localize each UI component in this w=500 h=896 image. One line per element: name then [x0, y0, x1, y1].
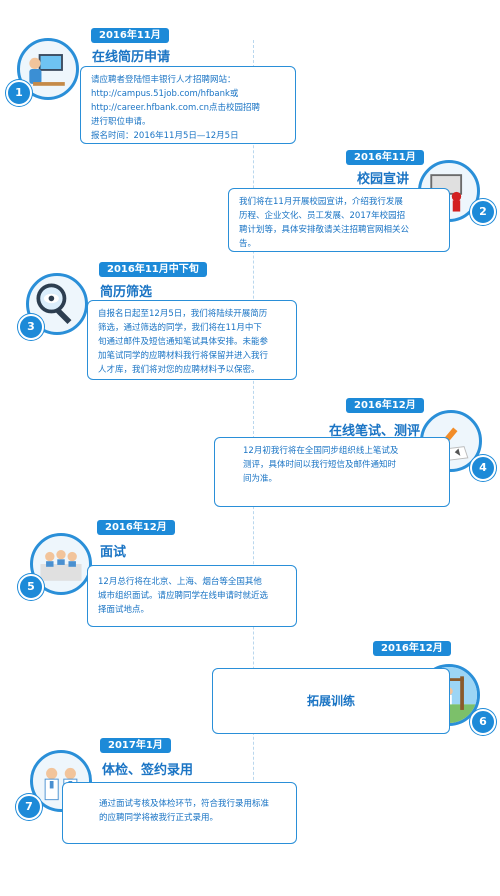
step-3-number: 3: [18, 314, 44, 340]
step-4-line-3: 间为准。: [243, 474, 278, 484]
step-4-date: 2016年12月: [346, 398, 424, 413]
step-7-date: 2017年1月: [100, 738, 171, 753]
step-3-line-5: 人才库，我们将对您的应聘材料予以保密。: [98, 365, 260, 375]
step-1-title: 在线简历申请: [92, 50, 171, 65]
step-3-line-2: 筛选，通过筛选的同学，我们将在11月中下: [98, 323, 262, 333]
step-6-number: 6: [470, 709, 496, 735]
step-4-description: 12月初我行将在全国同步组织线上笔试及 测评，具体时间以我行短信及邮件通知时 间…: [214, 437, 450, 507]
step-5-title: 面试: [100, 545, 127, 560]
step-7-description: 通过面试考核及体检环节，符合我行录用标准 的应聘同学将被我行正式录用。: [62, 782, 297, 844]
step-2-number: 2: [470, 199, 496, 225]
step-1-number: 1: [6, 80, 32, 106]
step-1-date: 2016年11月: [91, 28, 169, 43]
step-5-description: 12月总行将在北京、上海、烟台等全国其他 城市组织面试。请应聘同学在线申请时就近…: [87, 565, 297, 627]
step-1-description: 请应聘者登陆恒丰银行人才招聘网站： http://campus.51job.co…: [80, 66, 296, 144]
step-5-line-1: 12月总行将在北京、上海、烟台等全国其他: [98, 577, 262, 587]
step-3-date: 2016年11月中下旬: [99, 262, 207, 277]
step-2-date: 2016年11月: [346, 150, 424, 165]
step-2-line-3: 聘计划等，具体安排敬请关注招聘官网相关公: [239, 225, 410, 235]
step-7-line-1: 通过面试考核及体检环节，符合我行录用标准: [99, 799, 270, 809]
step-3-title: 简历筛选: [100, 285, 153, 300]
step-2-description: 我们将在11月开展校园宣讲，介绍我行发展 历程、企业文化、员工发展、2017年校…: [228, 188, 450, 252]
step-6-title: 拓展训练: [306, 694, 355, 708]
step-2-line-4: 告。: [239, 239, 257, 249]
step-4-number: 4: [470, 455, 496, 481]
step-3-line-4: 加笔试同学的应聘材料我行将保留并进入我行: [98, 351, 269, 361]
step-5-number: 5: [18, 574, 44, 600]
step-1-line-4: 进行职位申请。: [91, 117, 151, 127]
step-5-line-3: 择面试地点。: [98, 605, 150, 615]
step-2-title: 校园宣讲: [357, 172, 410, 187]
step-4-line-2: 测评，具体时间以我行短信及邮件通知时: [243, 460, 397, 470]
step-2-line-2: 历程、企业文化、员工发展、2017年校园招: [239, 211, 406, 221]
step-3-description: 自报名日起至12月5日，我们将陆续开展简历 筛选，通过筛选的同学，我们将在11月…: [87, 300, 297, 380]
step-4-line-1: 12月初我行将在全国同步组织线上笔试及: [243, 446, 399, 456]
step-2-line-1: 我们将在11月开展校园宣讲，介绍我行发展: [239, 197, 403, 207]
step-6-card: 拓展训练: [212, 668, 450, 734]
step-5-line-2: 城市组织面试。请应聘同学在线申请时就近选: [98, 591, 269, 601]
step-3-line-3: 旬通过邮件及短信通知笔试具体安排。未能参: [98, 337, 269, 347]
step-1-line-1: 请应聘者登陆恒丰银行人才招聘网站：: [91, 75, 236, 85]
step-4-title: 在线笔试、测评: [329, 424, 421, 439]
step-7-title: 体检、签约录用: [102, 763, 194, 778]
step-1-line-3: http://career.hfbank.com.cn点击校园招聘: [91, 103, 261, 113]
magnifier-eye-icon: [26, 273, 88, 335]
step-6-date: 2016年12月: [373, 641, 451, 656]
step-5-date: 2016年12月: [97, 520, 175, 535]
step-7-line-2: 的应聘同学将被我行正式录用。: [99, 813, 219, 823]
step-7-number: 7: [16, 794, 42, 820]
step-1-line-5: 报名时间：2016年11月5日—12月5日: [91, 131, 239, 141]
step-1-line-2: http://campus.51job.com/hfbank或: [91, 89, 239, 99]
step-3-line-1: 自报名日起至12月5日，我们将陆续开展简历: [98, 309, 268, 319]
